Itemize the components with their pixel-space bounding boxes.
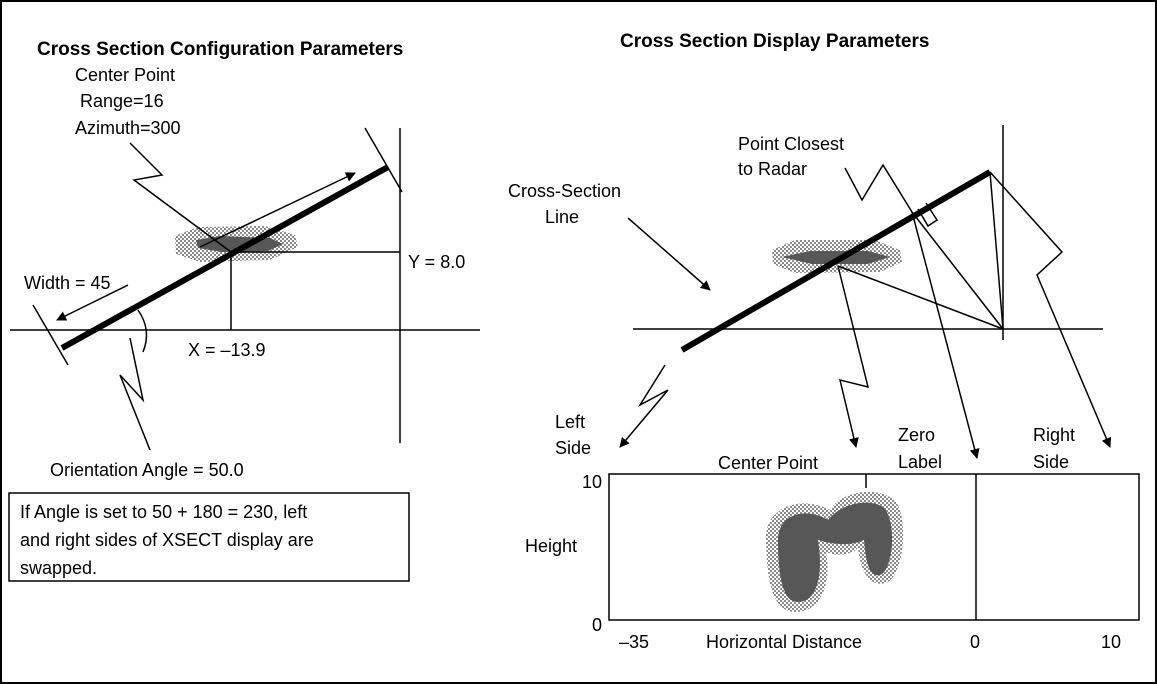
radar-to-closest-line	[911, 211, 1004, 330]
radar-to-right-end-line	[989, 171, 1004, 330]
y-tick-bottom: 0	[592, 615, 602, 635]
x-tick-right: 10	[1101, 632, 1121, 652]
angle-note-line-1: If Angle is set to 50 + 180 = 230, left	[20, 502, 307, 522]
center-point-range: Range=16	[80, 91, 164, 111]
point-closest-label-1: Point Closest	[738, 134, 844, 154]
width-end-tick-left	[32, 304, 69, 366]
orientation-angle-label: Orientation Angle = 50.0	[50, 460, 244, 480]
point-closest-label-2: to Radar	[738, 159, 807, 179]
width-end-tick-right	[364, 127, 403, 193]
right-angle-marker	[917, 202, 939, 228]
right-side-arrow	[989, 171, 1112, 448]
cross-section-label-arrow	[627, 217, 711, 291]
left-side-label-1: Left	[555, 412, 585, 432]
angle-note-line-3: swapped.	[20, 558, 97, 578]
height-label: Height	[525, 536, 577, 556]
right-echo-core	[782, 251, 890, 264]
right-panel: Cross Section Display Parameters Point C…	[508, 31, 1140, 652]
center-point-display-label: Center Point	[718, 453, 818, 473]
point-closest-callout	[844, 163, 913, 213]
width-label: Width = 45	[24, 273, 111, 293]
x-axis-label: Horizontal Distance	[706, 632, 862, 652]
center-point-callout	[129, 142, 232, 253]
right-side-label-1: Right	[1033, 425, 1075, 445]
orientation-angle-arc	[137, 309, 148, 353]
right-panel-title: Cross Section Display Parameters	[620, 31, 929, 52]
angle-note-line-2: and right sides of XSECT display are	[20, 530, 314, 550]
radar-to-center-line	[837, 265, 1004, 330]
x-label: X = –13.9	[188, 340, 266, 360]
left-panel-title: Cross Section Configuration Parameters	[37, 39, 403, 60]
zero-label-arrow	[911, 211, 980, 459]
width-arrow-lower	[56, 284, 129, 321]
width-arrow-upper	[199, 172, 356, 248]
xsect-echo-core	[778, 502, 893, 602]
x-tick-zero: 0	[970, 632, 980, 652]
zero-label-2: Label	[898, 452, 942, 472]
right-cross-section-line	[680, 169, 992, 353]
left-cross-section-line	[60, 164, 390, 351]
y-label: Y = 8.0	[408, 252, 465, 272]
center-point-heading: Center Point	[75, 65, 175, 85]
orientation-callout	[119, 337, 151, 451]
center-point-arrow	[837, 265, 870, 448]
left-side-arrow	[619, 364, 669, 448]
x-tick-left: –35	[619, 632, 649, 652]
y-tick-top: 10	[582, 472, 602, 492]
right-side-label-2: Side	[1033, 452, 1069, 472]
center-point-azimuth: Azimuth=300	[75, 118, 181, 138]
angle-note-box	[8, 492, 410, 582]
left-panel: Cross Section Configuration Parameters C…	[8, 39, 480, 582]
left-side-label-2: Side	[555, 438, 591, 458]
zero-label-1: Zero	[898, 425, 935, 445]
cross-section-line-label-2: Line	[545, 207, 579, 227]
cross-section-line-label-1: Cross-Section	[508, 181, 621, 201]
